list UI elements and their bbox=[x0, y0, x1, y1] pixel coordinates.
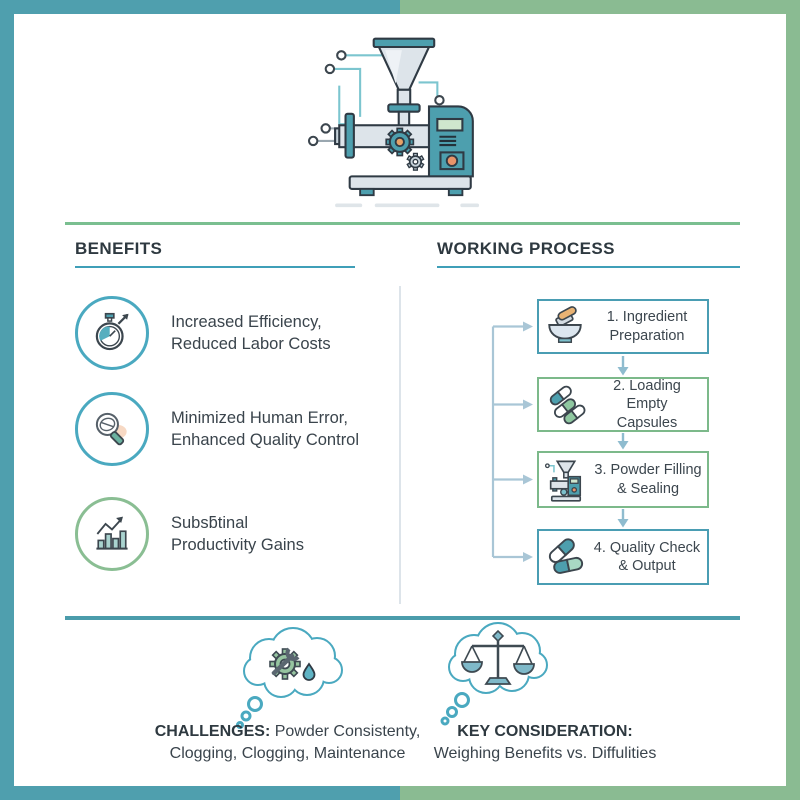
process-step-label: 3. Powder Filling & Sealing bbox=[594, 462, 702, 497]
wrench-icon bbox=[271, 647, 300, 676]
process-branch-arrows bbox=[491, 321, 533, 562]
challenges-text: Powder Consistenty, bbox=[270, 723, 421, 740]
process-step-label: 2. Loading Empty Capsules bbox=[613, 378, 681, 431]
frame-bottom bbox=[0, 786, 800, 800]
bar-chart-growth-icon bbox=[75, 497, 149, 571]
process-step-4: 4. Quality Check & Output bbox=[537, 529, 709, 585]
benefit-text: Minimized Human Error, Enhanced Quality … bbox=[171, 408, 360, 449]
benefit-item-efficiency: Increased Efficiency, Reduced Labor Cost… bbox=[75, 296, 395, 370]
machine-base bbox=[348, 175, 472, 190]
divider-column bbox=[399, 286, 401, 604]
divider-top-green bbox=[65, 222, 740, 225]
challenges-text-line2: Clogging, Clogging, Maintenance bbox=[169, 745, 406, 763]
benefits-underline bbox=[75, 266, 355, 268]
balance-scale-thought-bubble bbox=[440, 622, 548, 726]
benefit-text: Subsƃtinal Productivity Gains bbox=[171, 513, 304, 554]
magnifier-icon bbox=[75, 392, 149, 466]
key-consideration-label: KEY CONSIDERATION: bbox=[457, 723, 633, 740]
gear-wrench-drop-thought-bubble bbox=[236, 627, 343, 729]
filling-machine-icon bbox=[544, 460, 582, 502]
mortar-pestle-icon bbox=[548, 305, 582, 343]
small-gear-icon bbox=[406, 152, 425, 171]
key-consideration-text-line2: Weighing Benefits vs. Diffulities bbox=[433, 745, 657, 763]
benefit-item-quality: Minimized Human Error, Enhanced Quality … bbox=[75, 392, 405, 466]
process-step-label: 4. Quality Check & Output bbox=[593, 539, 701, 574]
challenges-label: CHALLENGES: bbox=[154, 723, 271, 740]
gear-icon bbox=[385, 127, 415, 157]
divider-bottom-teal bbox=[65, 616, 740, 620]
capsules-check-icon bbox=[548, 538, 584, 574]
capsules-icon bbox=[549, 385, 586, 424]
benefit-text: Increased Efficiency, Reduced Labor Cost… bbox=[171, 312, 331, 353]
challenges-caption: CHALLENGES: Powder Consistenty, Clogging… bbox=[115, 721, 460, 766]
process-step-label: 1. Ingredient Preparation bbox=[606, 309, 688, 344]
benefits-heading: BENEFITS bbox=[75, 239, 163, 258]
process-step-2: 2. Loading Empty Capsules bbox=[537, 377, 709, 432]
working-process-underline bbox=[437, 266, 740, 268]
stopwatch-icon bbox=[75, 296, 149, 370]
down-arrow bbox=[617, 433, 629, 450]
capsule-filling-machine-illustration bbox=[307, 37, 480, 208]
process-step-1: 1. Ingredient Preparation bbox=[537, 299, 709, 354]
down-arrow bbox=[617, 356, 629, 376]
down-arrow bbox=[617, 509, 629, 528]
frame-top bbox=[0, 0, 800, 14]
frame-left bbox=[0, 0, 14, 800]
machine-display bbox=[436, 117, 464, 132]
drop-icon bbox=[302, 662, 316, 681]
hopper-rim bbox=[372, 37, 436, 49]
key-consideration-caption: KEY CONSIDERATION: Weighing Benefits vs.… bbox=[415, 721, 675, 766]
balance-scale-icon bbox=[461, 629, 535, 685]
benefit-item-productivity: Subsƃtinal Productivity Gains bbox=[75, 497, 395, 571]
working-process-heading: WORKING PROCESS bbox=[437, 239, 615, 258]
process-step-3: 3. Powder Filling & Sealing bbox=[537, 451, 709, 508]
frame-right bbox=[786, 0, 800, 800]
machine-button bbox=[445, 154, 459, 167]
